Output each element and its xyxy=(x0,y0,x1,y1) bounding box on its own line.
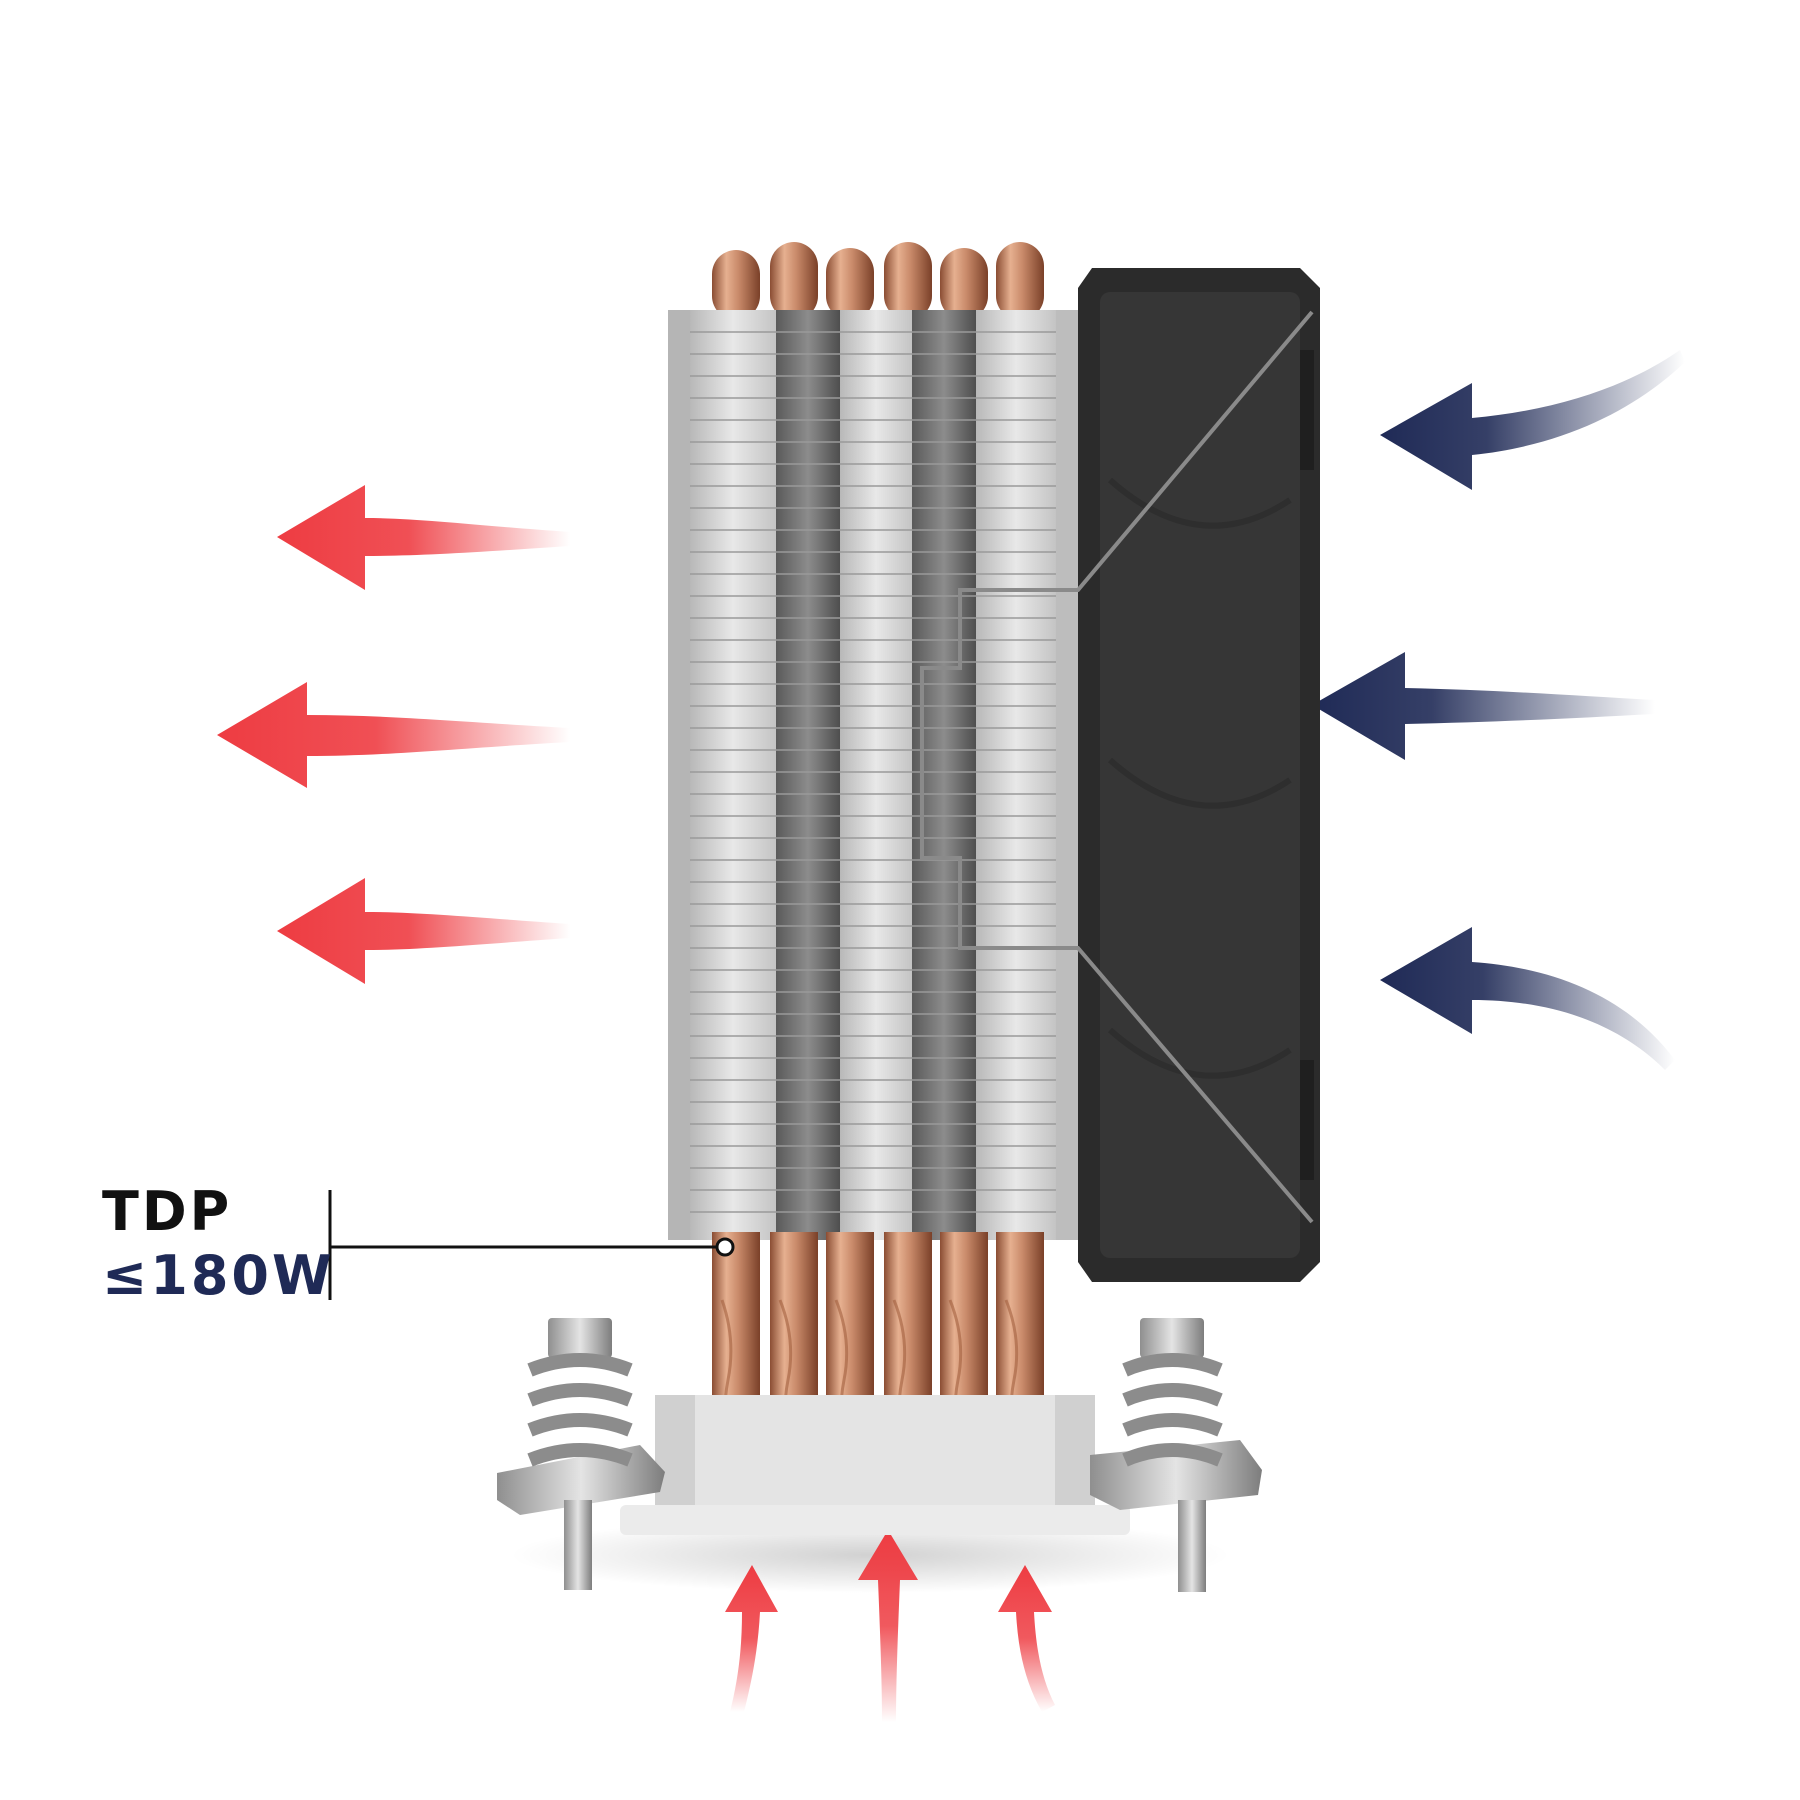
cool-air-arrows xyxy=(1312,350,1685,1070)
heatpipe-tops xyxy=(712,242,1044,320)
tdp-label: TDP ≤180W xyxy=(102,1180,335,1308)
heat-rise-arrow-icon xyxy=(998,1565,1055,1712)
cool-air-arrow-icon xyxy=(1380,350,1685,490)
cool-air-arrow-icon xyxy=(1380,927,1675,1070)
floor-shadow xyxy=(510,1517,1230,1593)
tdp-callout xyxy=(328,1190,735,1300)
hot-air-arrow-icon xyxy=(277,878,570,984)
hot-air-arrow-icon xyxy=(277,485,570,590)
tdp-value: ≤180W xyxy=(102,1244,335,1307)
mount-screw-right xyxy=(1090,1318,1262,1592)
tdp-title: TDP xyxy=(102,1180,233,1243)
hot-air-arrows xyxy=(217,485,570,984)
base-heat-arrows xyxy=(725,1530,1055,1722)
heatsink-fin-stack xyxy=(668,310,1086,1240)
cooling-fan xyxy=(1078,268,1320,1282)
hot-air-arrow-icon xyxy=(217,682,570,788)
tdp-leader-dot xyxy=(715,1237,735,1257)
fan-clip-wires xyxy=(920,310,1314,1224)
heat-rise-arrow-icon xyxy=(725,1565,778,1712)
base-mount xyxy=(620,1395,1130,1535)
mount-screw-left xyxy=(497,1318,665,1590)
heat-rise-arrow-icon xyxy=(858,1530,918,1722)
cool-air-arrow-icon xyxy=(1312,652,1655,760)
